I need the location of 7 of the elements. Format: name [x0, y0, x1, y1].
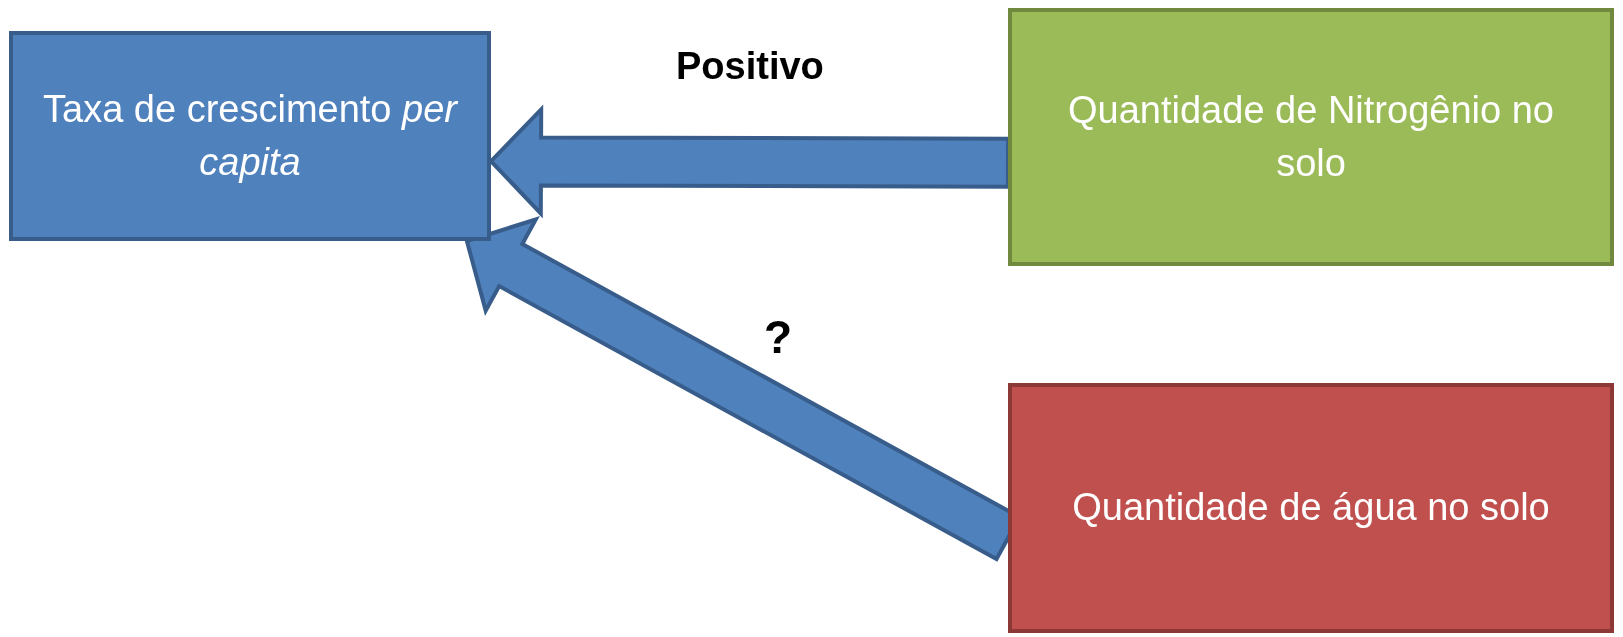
block-arrow — [488, 104, 1011, 219]
box-text: Taxa de crescimento per capita — [42, 86, 459, 185]
process-box — [1008, 383, 1614, 633]
process-box — [9, 31, 491, 241]
box-text: Quantidade de Nitrogênio no solo — [1067, 87, 1555, 186]
box-text: Quantidade de água no solo — [1072, 485, 1550, 531]
process-box — [1008, 8, 1614, 266]
